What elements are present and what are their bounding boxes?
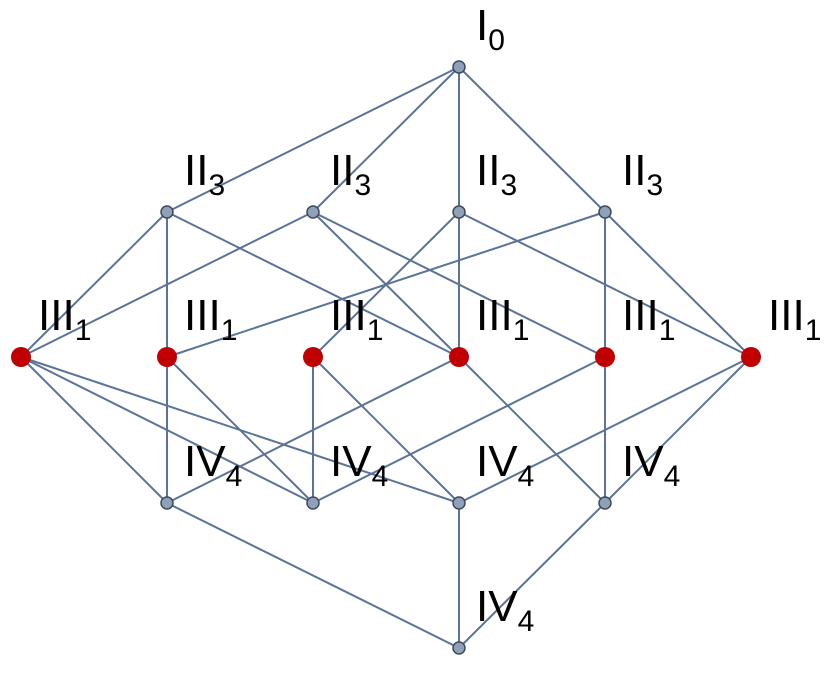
edge-n11-n15 [166,502,460,649]
node-highlight-n5 [11,347,31,367]
node-label-subscript: 0 [488,24,505,57]
node-label-base: III [476,291,513,340]
node-label-base: III [184,291,221,340]
node-highlight-n9 [595,347,615,367]
node-label-base: II [330,146,354,195]
node-label-n3: II3 [476,146,517,202]
edge-n9-n12 [312,356,606,504]
node-n15 [452,641,466,655]
node-label-base: III [330,291,367,340]
node-label-n0: I0 [476,1,505,57]
node-label-n10: III1 [768,291,821,347]
edge-n4-n10 [604,211,752,358]
node-label-subscript: 4 [372,460,389,493]
node-label-n1: II3 [184,146,225,202]
edge-n10-n14 [604,356,752,504]
node-label-subscript: 4 [226,460,243,493]
node-n14 [598,496,612,510]
node-label-n8: III1 [476,291,529,347]
node-highlight-n8 [449,347,469,367]
node-label-base: III [38,291,75,340]
node-label-subscript: 1 [75,314,92,347]
node-n0 [452,60,466,74]
node-n3 [452,205,466,219]
node-label-subscript: 1 [805,314,822,347]
node-label-n13: IV4 [476,437,534,493]
node-label-base: IV [476,582,518,631]
edge-n4-n6 [166,211,606,358]
node-label-n2: II3 [330,146,371,202]
edges-layer [20,66,752,649]
node-label-base: II [476,146,500,195]
node-label-base: IV [184,437,226,486]
node-label-subscript: 4 [518,460,535,493]
node-label-base: II [184,146,208,195]
edge-n0-n2 [312,66,460,213]
node-label-subscript: 3 [354,169,371,202]
node-label-base: II [622,146,646,195]
edge-n8-n14 [458,356,606,504]
node-label-n7: III1 [330,291,383,347]
node-label-n14: IV4 [622,437,680,493]
node-n1 [160,205,174,219]
edge-n0-n1 [166,66,460,213]
edge-n2-n5 [20,211,314,358]
node-n4 [598,205,612,219]
node-label-base: IV [476,437,518,486]
edge-n5-n11 [20,356,168,504]
node-label-subscript: 1 [513,314,530,347]
node-n11 [160,496,174,510]
edge-n1-n5 [20,211,168,358]
node-label-n12: IV4 [330,437,388,493]
node-label-subscript: 1 [367,314,384,347]
node-label-subscript: 1 [221,314,238,347]
node-label-subscript: 3 [646,169,663,202]
node-label-subscript: 1 [659,314,676,347]
edge-n1-n8 [166,211,460,358]
node-label-subscript: 4 [664,460,681,493]
node-label-n6: III1 [184,291,237,347]
edge-n10-n13 [458,356,752,504]
node-label-base: III [622,291,659,340]
edge-n14-n15 [458,502,606,649]
node-label-n15: IV4 [476,582,534,638]
nodes-layer [11,60,761,655]
edge-n8-n11 [166,356,460,504]
node-label-n11: IV4 [184,437,242,493]
node-label-subscript: 3 [208,169,225,202]
node-highlight-n7 [303,347,323,367]
node-label-base: IV [330,437,372,486]
node-label-subscript: 3 [500,169,517,202]
node-label-n5: III1 [38,291,91,347]
node-label-base: IV [622,437,664,486]
node-label-base: I [476,1,488,50]
node-n13 [452,496,466,510]
edge-n7-n13 [312,356,460,504]
node-highlight-n10 [741,347,761,367]
node-highlight-n6 [157,347,177,367]
node-label-base: III [768,291,805,340]
node-label-subscript: 4 [518,605,535,638]
node-label-n4: II3 [622,146,663,202]
node-n12 [306,496,320,510]
node-label-n9: III1 [622,291,675,347]
edge-n0-n4 [458,66,606,213]
node-n2 [306,205,320,219]
edge-n6-n12 [166,356,314,504]
